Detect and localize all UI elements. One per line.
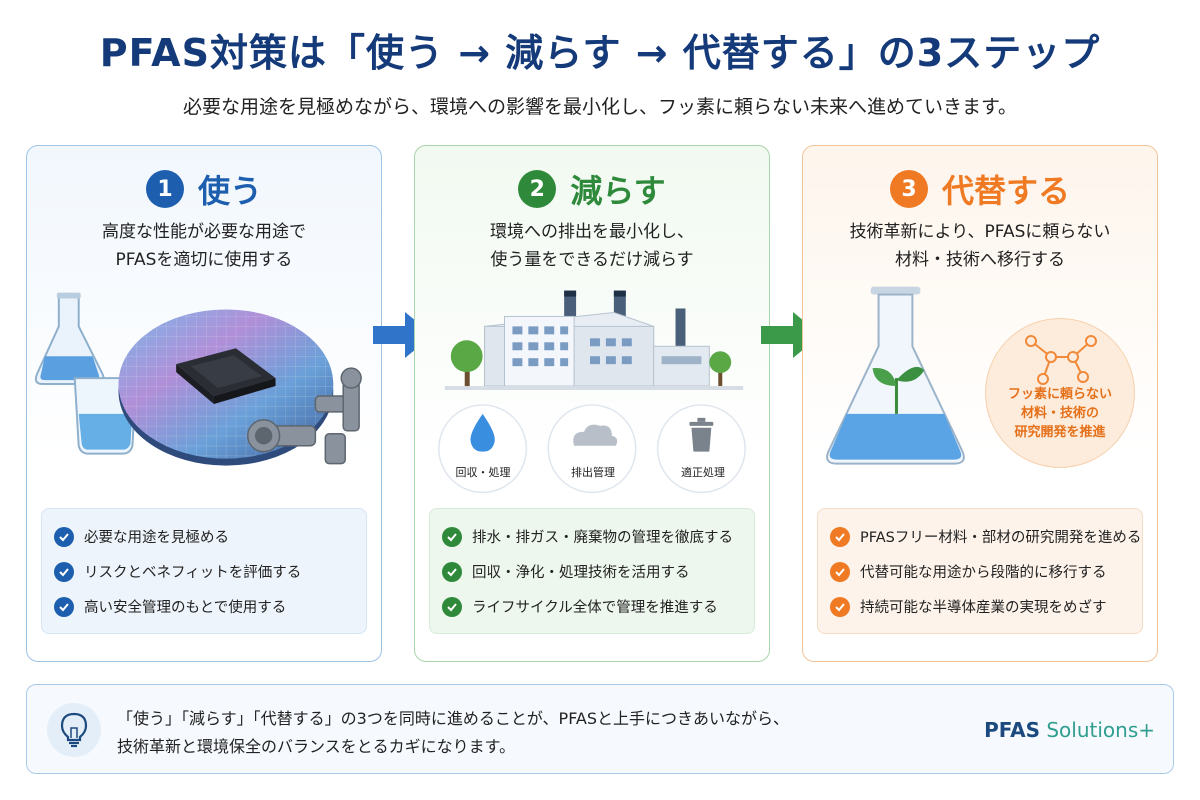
step-header: 3 代替する [803,166,1157,212]
check-item: 排水・排ガス・廃棄物の管理を徹底する [442,519,742,554]
check-item: リスクとベネフィットを評価する [54,554,354,589]
check-list: PFASフリー材料・部材の研究開発を進める 代替可能な用途から段階的に移行する … [817,508,1143,634]
cloud-icon [573,424,618,446]
page-subtitle: 必要な用途を見極めながら、環境への影響を最小化し、フッ素に頼らない未来へ進めてい… [182,96,1018,118]
step-description: 環境への排出を最小化し、 使う量をできるだけ減らす [415,218,769,274]
icon-label: 回収・処理 [455,466,511,479]
icon-label: 排出管理 [571,466,615,479]
icon-label: 適正処理 [681,466,725,479]
check-item: PFASフリー材料・部材の研究開発を進める [830,519,1141,554]
factory-illustration [438,290,746,494]
brand-logo: PFAS Solutions+ [984,718,1155,742]
check-item: 持続可能な半導体産業の実現をめざす [830,589,1130,624]
desc-line: 環境への排出を最小化し、 [490,222,694,242]
tree-icon [450,340,732,389]
summary-line: 技術革新と環境保全のバランスをとるカギになります。 [117,737,516,756]
bubble-text: フッ素に頼らない 材料・技術の 研究開発を推進 [986,385,1134,442]
check-icon [54,526,74,547]
step-card-use: 1 使う 高度な性能が必要な用途で PFASを適切に使用する [26,145,382,662]
step-title: 使う [197,172,262,210]
step-number-badge: 1 [145,170,184,208]
check-icon [442,596,462,617]
flask-icon [826,286,965,465]
check-list: 排水・排ガス・廃棄物の管理を徹底する 回収・浄化・処理技術を活用する ライフサイ… [429,508,755,634]
step-header: 2 減らす [415,166,769,212]
check-item: ライフサイクル全体で管理を推進する [442,589,742,624]
wafer-chip-illustration [34,292,362,466]
check-item: 代替可能な用途から段階的に移行する [830,554,1130,589]
check-item: 必要な用途を見極める [54,519,354,554]
pipe-valve-icon [247,367,362,465]
desc-line: 高度な性能が必要な用途で [102,222,306,242]
check-text: 回収・浄化・処理技術を活用する [472,565,690,581]
molecule-icon [1025,335,1097,385]
check-icon [54,561,74,582]
brand-sub: Solutions+ [1046,718,1155,742]
check-icon [442,526,462,547]
step-title: 代替する [941,172,1070,210]
research-bubble: フッ素に頼らない 材料・技術の 研究開発を推進 [985,318,1135,468]
check-list: 必要な用途を見極める リスクとベネフィットを評価する 高い安全管理のもとで使用す… [41,508,367,634]
check-item: 高い安全管理のもとで使用する [54,589,354,624]
page-title: PFAS対策は「使う → 減らす → 代替する」の3ステップ [99,31,1101,75]
trash-icon [689,417,714,452]
step-card-replace: 3 代替する 技術革新により、PFASに頼らない 材料・技術へ移行する [802,145,1158,662]
check-icon [442,561,462,582]
bubble-line: フッ素に頼らない [1007,387,1112,402]
check-text: 高い安全管理のもとで使用する [84,600,287,616]
check-icon [54,596,74,617]
step-header: 1 使う [27,166,381,212]
step-number-badge: 2 [518,170,557,208]
check-text: PFASフリー材料・部材の研究開発を進める [860,530,1142,546]
check-icon [830,561,850,582]
check-text: 持続可能な半導体産業の実現をめざす [860,600,1107,616]
summary-panel: 「使う」「減らす」「代替する」の3つを同時に進めることが、PFASと上手につきあ… [26,684,1174,774]
check-text: ライフサイクル全体で管理を推進する [472,600,718,616]
step-title: 減らす [570,172,666,210]
flask-icon [34,292,105,386]
factory-icon [484,290,710,387]
desc-line: 技術革新により、PFASに頼らない [849,222,1111,242]
check-text: 代替可能な用途から段階的に移行する [860,565,1107,581]
check-icon [830,596,850,617]
desc-line: PFASを適切に使用する [115,250,293,270]
desc-line: 使う量をできるだけ減らす [490,250,694,270]
step-number-badge: 3 [889,170,928,208]
summary-line: 「使う」「減らす」「代替する」の3つを同時に進めることが、PFASと上手につきあ… [117,709,790,728]
summary-text: 「使う」「減らす」「代替する」の3つを同時に進めることが、PFASと上手につきあ… [117,705,789,761]
desc-line: 材料・技術へ移行する [895,250,1065,270]
lightbulb-icon [47,703,101,757]
bubble-line: 研究開発を推進 [1014,425,1106,440]
brand-main: PFAS [984,718,1040,742]
check-text: 必要な用途を見極める [84,530,229,546]
water-drop-icon [470,413,495,452]
check-item: 回収・浄化・処理技術を活用する [442,554,742,589]
bubble-line: 材料・技術の [1020,406,1099,421]
check-icon [830,526,850,547]
flask-sprout-illustration [826,286,965,465]
step-card-reduce: 2 減らす 環境への排出を最小化し、 使う量をできるだけ減らす [414,145,770,662]
step-description: 高度な性能が必要な用途で PFASを適切に使用する [27,218,381,274]
check-text: 排水・排ガス・廃棄物の管理を徹底する [472,530,733,546]
step-description: 技術革新により、PFASに頼らない 材料・技術へ移行する [803,218,1157,274]
check-text: リスクとベネフィットを評価する [84,565,302,581]
sprout-icon [872,366,925,414]
chip-icon [176,348,276,404]
